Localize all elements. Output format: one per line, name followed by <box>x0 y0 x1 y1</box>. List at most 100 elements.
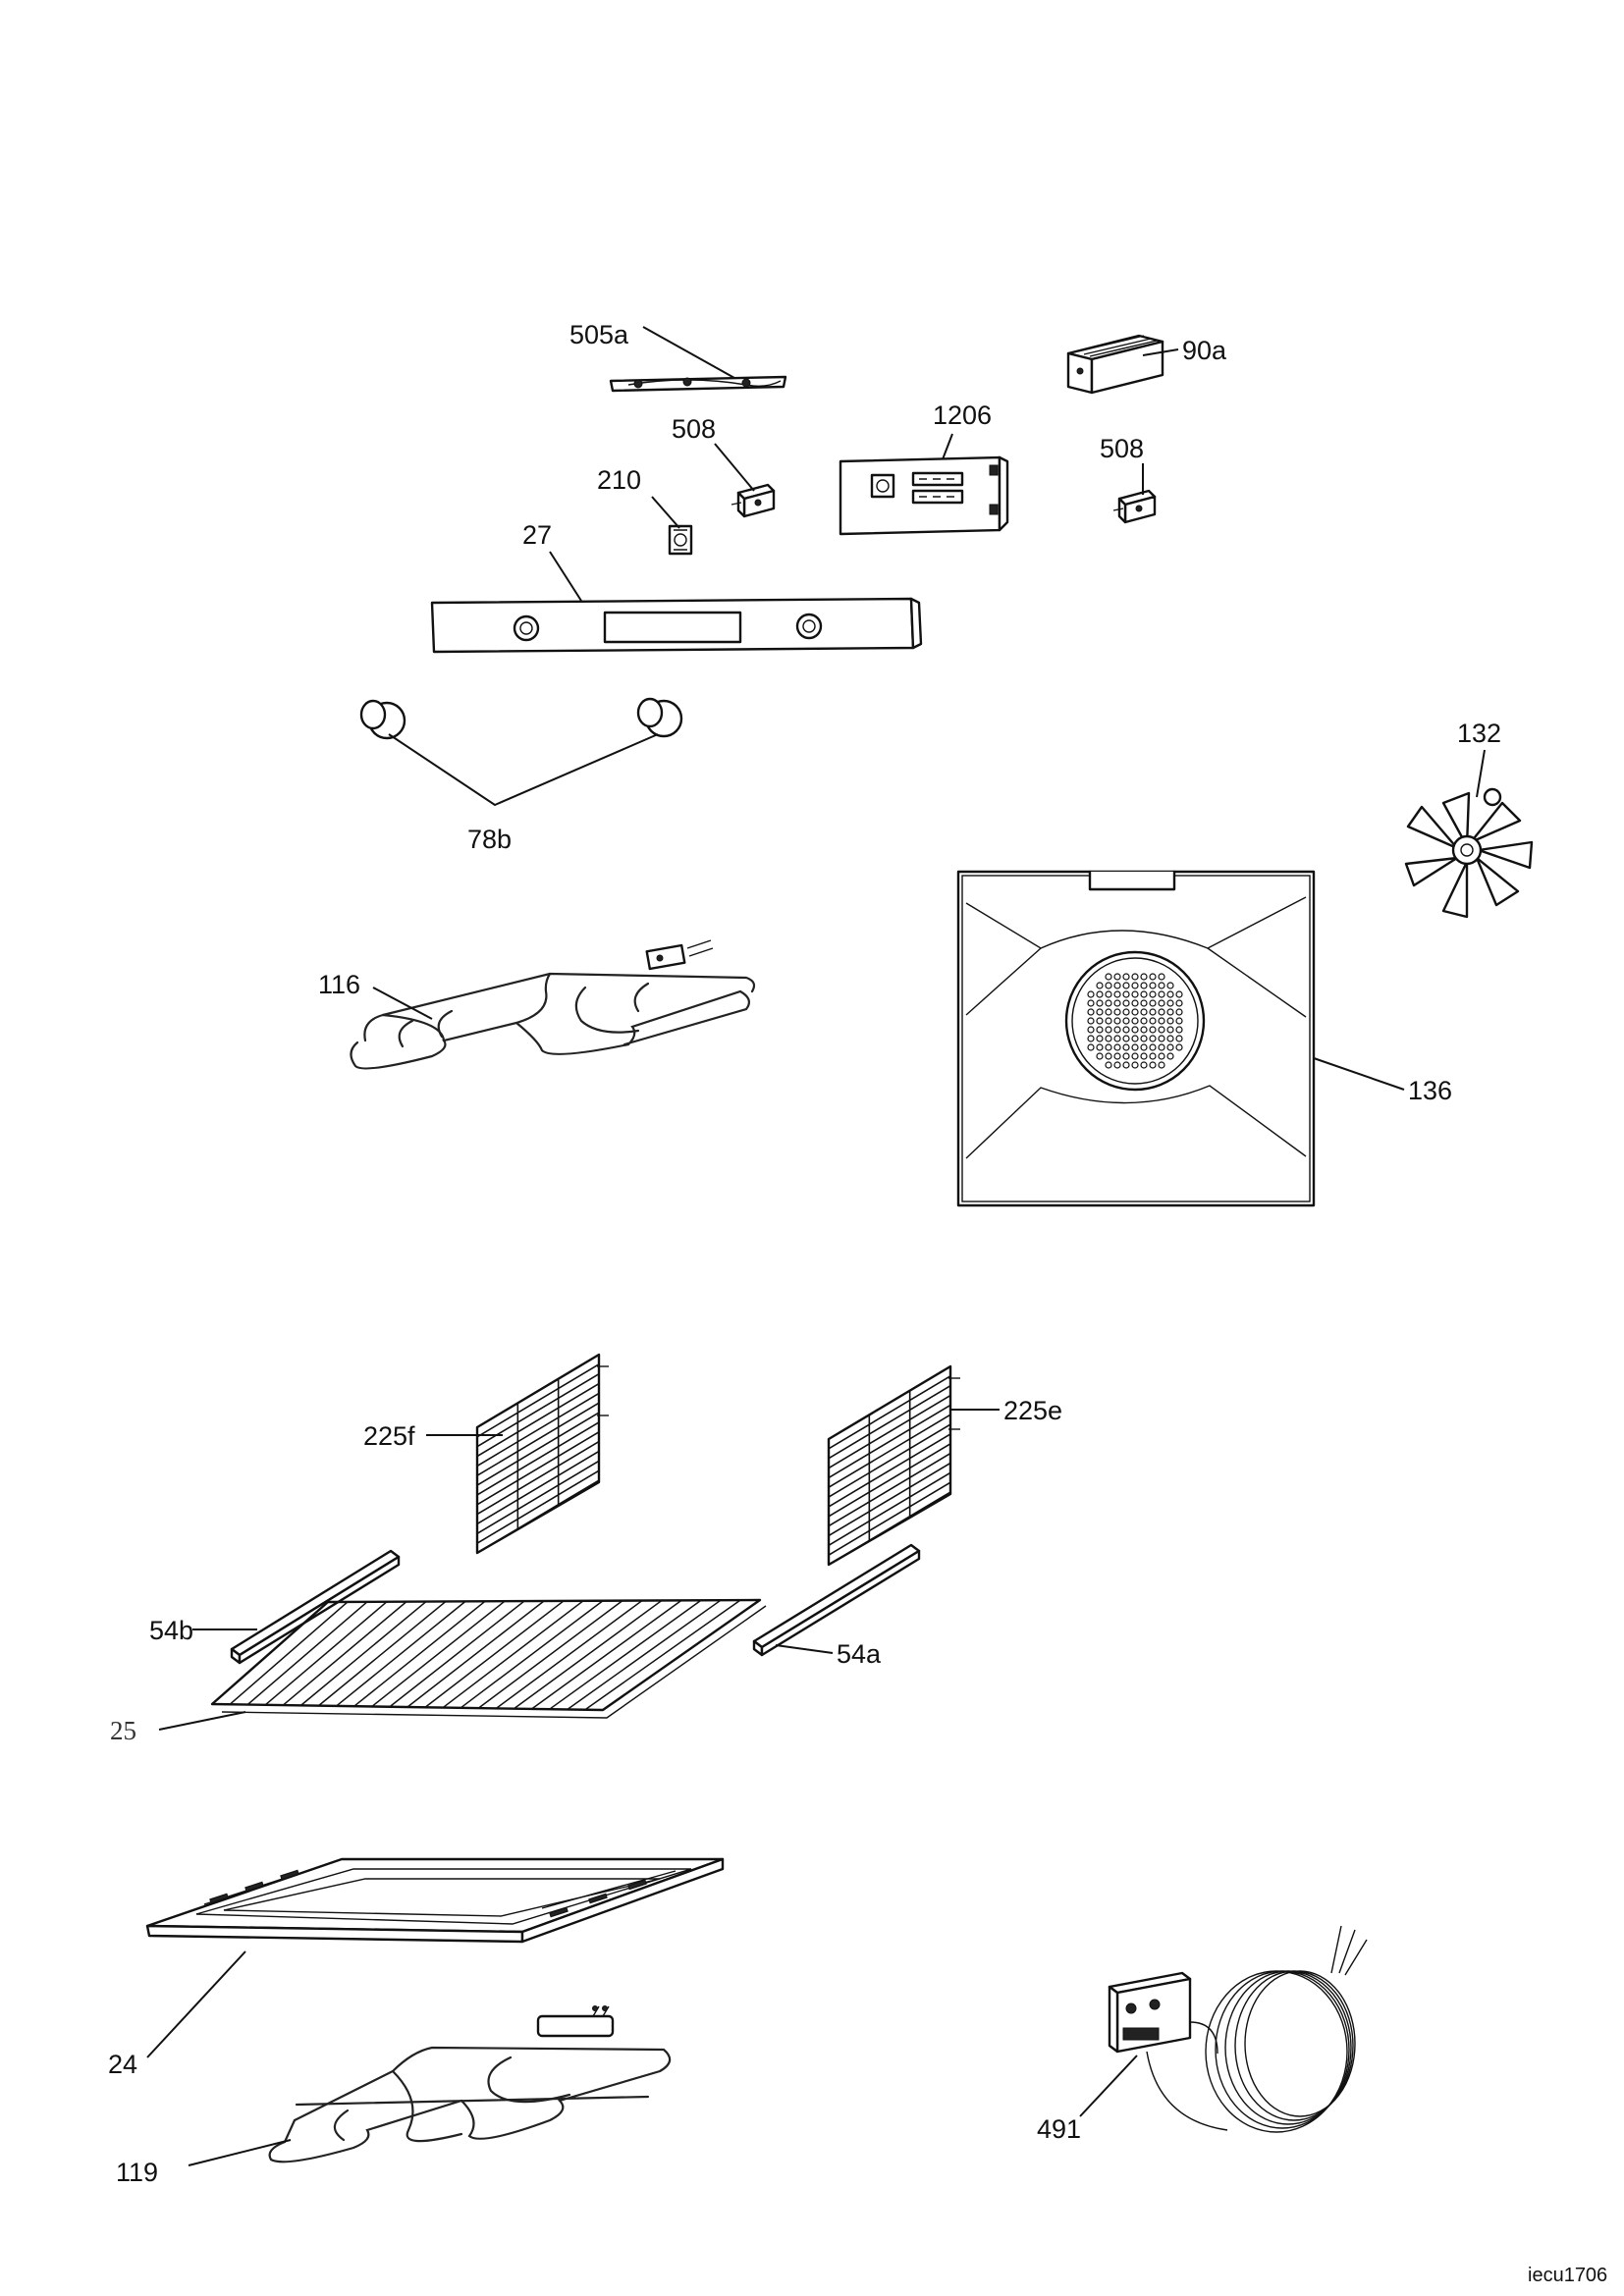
rack-wire <box>828 1443 951 1518</box>
rack-wire <box>828 1414 951 1488</box>
grille-hole <box>1158 1008 1165 1016</box>
label-24: 24 <box>108 2050 137 2079</box>
grille-hole <box>1149 1008 1157 1016</box>
rack-wire <box>476 1431 600 1506</box>
leader-491 <box>1079 2055 1138 2117</box>
shelf-wire <box>353 1600 486 1707</box>
grille-hole <box>1158 982 1165 989</box>
label-508-left: 508 <box>672 414 716 444</box>
grille-hole <box>1158 990 1165 998</box>
rack-wire <box>828 1404 951 1479</box>
grille-hole <box>1158 1043 1165 1051</box>
grille-hole <box>1149 1052 1157 1060</box>
grille-hole <box>1166 1043 1174 1051</box>
grille-hole <box>1131 1052 1139 1060</box>
rack-wire <box>476 1382 600 1458</box>
grille-hole <box>1105 982 1112 989</box>
shelf-wire <box>318 1600 447 1707</box>
grille-hole <box>1175 1008 1183 1016</box>
grille-hole <box>1122 1026 1130 1034</box>
shelf-wire <box>460 1600 604 1709</box>
grille-hole <box>1149 1026 1157 1034</box>
label-116: 116 <box>318 970 360 999</box>
label-78b: 78b <box>467 825 512 854</box>
shelf-wire <box>531 1599 682 1710</box>
leader-132 <box>1476 749 1486 798</box>
leader-24 <box>146 1950 246 2058</box>
part-225e-side-rack <box>827 1364 960 1567</box>
grille-hole <box>1140 990 1148 998</box>
grille-hole <box>1113 1026 1121 1034</box>
part-508-right-connector <box>1112 489 1157 524</box>
grille-hole <box>1140 999 1148 1007</box>
grille-hole <box>1096 1017 1104 1025</box>
label-1206: 1206 <box>933 400 992 430</box>
grille-hole <box>1140 1035 1148 1042</box>
shelf-wire <box>264 1601 388 1706</box>
shelf-wire <box>549 1599 702 1710</box>
rack-225f-wires <box>476 1354 600 1554</box>
grille-hole <box>1087 1008 1095 1016</box>
rack-wire <box>828 1394 951 1469</box>
leader-505a <box>642 326 735 379</box>
shelf-wire <box>371 1600 506 1708</box>
grille-hole <box>1096 1035 1104 1042</box>
grille-hole <box>1105 1026 1112 1034</box>
part-210-clip <box>668 524 693 556</box>
grille-hole <box>1087 1026 1095 1034</box>
part-78b-knobs <box>359 697 683 740</box>
grille-hole <box>1131 1017 1139 1025</box>
rack-wire <box>476 1392 600 1468</box>
leader-78b <box>388 733 659 807</box>
part-116-top-heating-element <box>350 939 756 1070</box>
grille-hole <box>1096 999 1104 1007</box>
rack-wire <box>828 1491 951 1566</box>
grille-hole <box>1087 1035 1095 1042</box>
grille-hole <box>1105 999 1112 1007</box>
rack-wire <box>476 1450 600 1525</box>
grille-hole <box>1113 1052 1121 1060</box>
label-132: 132 <box>1457 719 1501 748</box>
part-90a-block <box>1066 334 1164 395</box>
grille-hole <box>1175 990 1183 998</box>
grille-hole <box>1140 1061 1148 1069</box>
part-54a-runner <box>752 1543 921 1657</box>
grille-hole <box>1105 1035 1112 1042</box>
grille-hole <box>1166 1052 1174 1060</box>
grille-hole <box>1149 990 1157 998</box>
leader-116 <box>372 987 433 1020</box>
grille-hole <box>1131 990 1139 998</box>
grille-hole <box>1105 990 1112 998</box>
label-225f: 225f <box>363 1421 415 1451</box>
shelf-wire <box>336 1600 466 1707</box>
grille-hole <box>1122 1035 1130 1042</box>
label-225e: 225e <box>1003 1396 1062 1425</box>
part-132-fan <box>1404 787 1534 919</box>
rack-wire <box>828 1385 951 1460</box>
rack-wire <box>476 1402 600 1476</box>
label-119: 119 <box>116 2158 158 2187</box>
grille-hole <box>1166 1017 1174 1025</box>
leader-90a <box>1142 348 1179 356</box>
grille-hole <box>1149 1043 1157 1051</box>
grille-hole <box>1105 973 1112 981</box>
leader-27 <box>549 551 582 602</box>
rack-wire <box>828 1481 951 1556</box>
grille-hole <box>1149 973 1157 981</box>
label-505a: 505a <box>569 320 629 349</box>
rack-wire <box>476 1469 600 1544</box>
shelf-wire <box>584 1599 741 1711</box>
grille-hole <box>1175 999 1183 1007</box>
leader-119 <box>188 2139 292 2166</box>
rack-wire <box>828 1433 951 1508</box>
grille-hole <box>1113 973 1121 981</box>
grille-hole <box>1113 1043 1121 1051</box>
shelf-wire <box>442 1600 584 1709</box>
label-90a: 90a <box>1182 336 1227 365</box>
grille-hole <box>1105 1061 1112 1069</box>
grille-hole <box>1158 1052 1165 1060</box>
grille-hole <box>1105 1052 1112 1060</box>
grille-hole <box>1140 1026 1148 1034</box>
rack-wire <box>476 1460 600 1534</box>
label-54b: 54b <box>149 1616 193 1645</box>
